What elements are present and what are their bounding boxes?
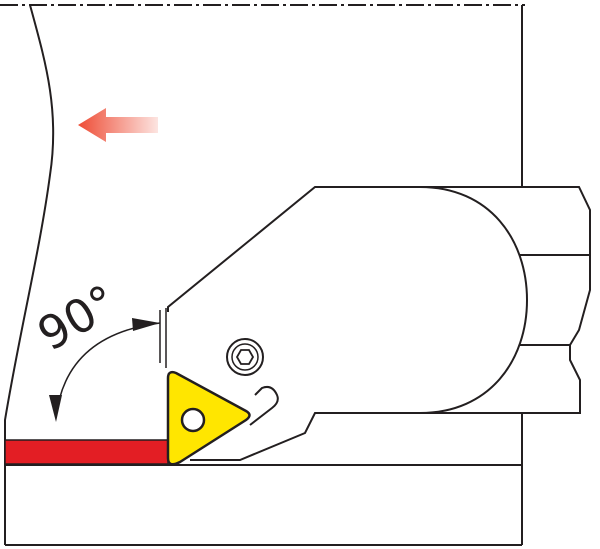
insert-hole: [180, 407, 206, 433]
arrowhead-down-icon: [49, 395, 62, 422]
hex-socket-screw-icon: [226, 338, 264, 376]
chip-layer: [4, 439, 169, 465]
angle-arc-indicator: [49, 318, 161, 422]
arrowhead-right-icon: [132, 318, 160, 331]
holder-shank-curve: [419, 186, 529, 414]
tool-holder: [167, 186, 591, 461]
triangular-insert-icon: [166, 370, 251, 466]
angle-label: 90°: [29, 274, 127, 362]
arrow-left-icon: [78, 108, 158, 142]
clamp-lever: [249, 385, 279, 426]
workpiece: [0, 4, 525, 546]
workpiece-outline: [4, 4, 55, 545]
